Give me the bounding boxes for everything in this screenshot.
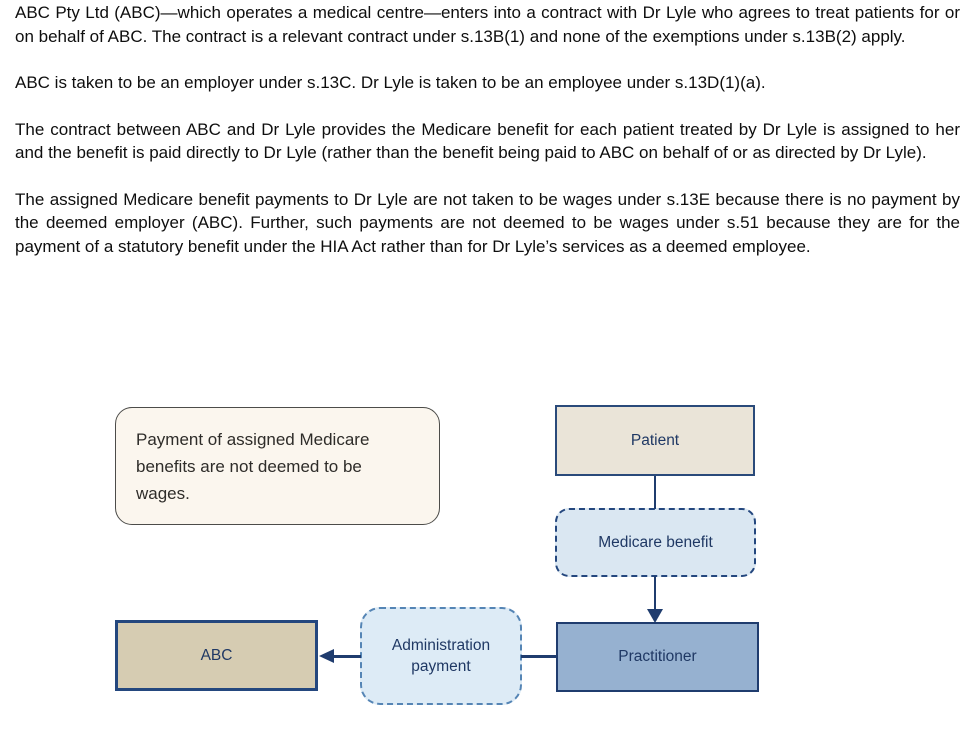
administration-payment-box: Administration payment: [360, 607, 522, 705]
patient-label: Patient: [630, 431, 680, 449]
patient-box: Patient: [555, 405, 755, 476]
arrowhead-left-icon: [319, 649, 334, 663]
medicare-benefit-box: Medicare benefit: [555, 508, 756, 577]
callout-note: Payment of assigned Medicare benefits ar…: [115, 407, 440, 525]
practitioner-label: Practitioner: [618, 648, 697, 665]
administration-payment-label: Administration payment: [391, 637, 491, 675]
document-text: ABC Pty Ltd (ABC)—which operates a medic…: [15, 1, 960, 281]
abc-label: ABC: [200, 646, 233, 664]
connector-medicare-to-practitioner: [653, 576, 656, 610]
paragraph-not-wages: The assigned Medicare benefit payments t…: [15, 189, 960, 256]
abc-box: ABC: [115, 620, 318, 691]
practitioner-box: Practitioner: [556, 622, 759, 692]
paragraph-benefit-assignment: The contract between ABC and Dr Lyle pro…: [15, 119, 960, 163]
connector-practitioner-to-admin: [521, 655, 557, 658]
connector-patient-to-medicare: [653, 476, 656, 509]
paragraph-contract-intro: ABC Pty Ltd (ABC)—which operates a medic…: [15, 3, 960, 46]
callout-text: Payment of assigned Medicare benefits ar…: [136, 430, 370, 503]
medicare-benefit-label: Medicare benefit: [598, 533, 713, 551]
connector-admin-to-abc: [333, 655, 361, 658]
arrowhead-down-icon: [646, 609, 663, 623]
paragraph-employer-employee: ABC is taken to be an employer under s.1…: [15, 73, 766, 92]
